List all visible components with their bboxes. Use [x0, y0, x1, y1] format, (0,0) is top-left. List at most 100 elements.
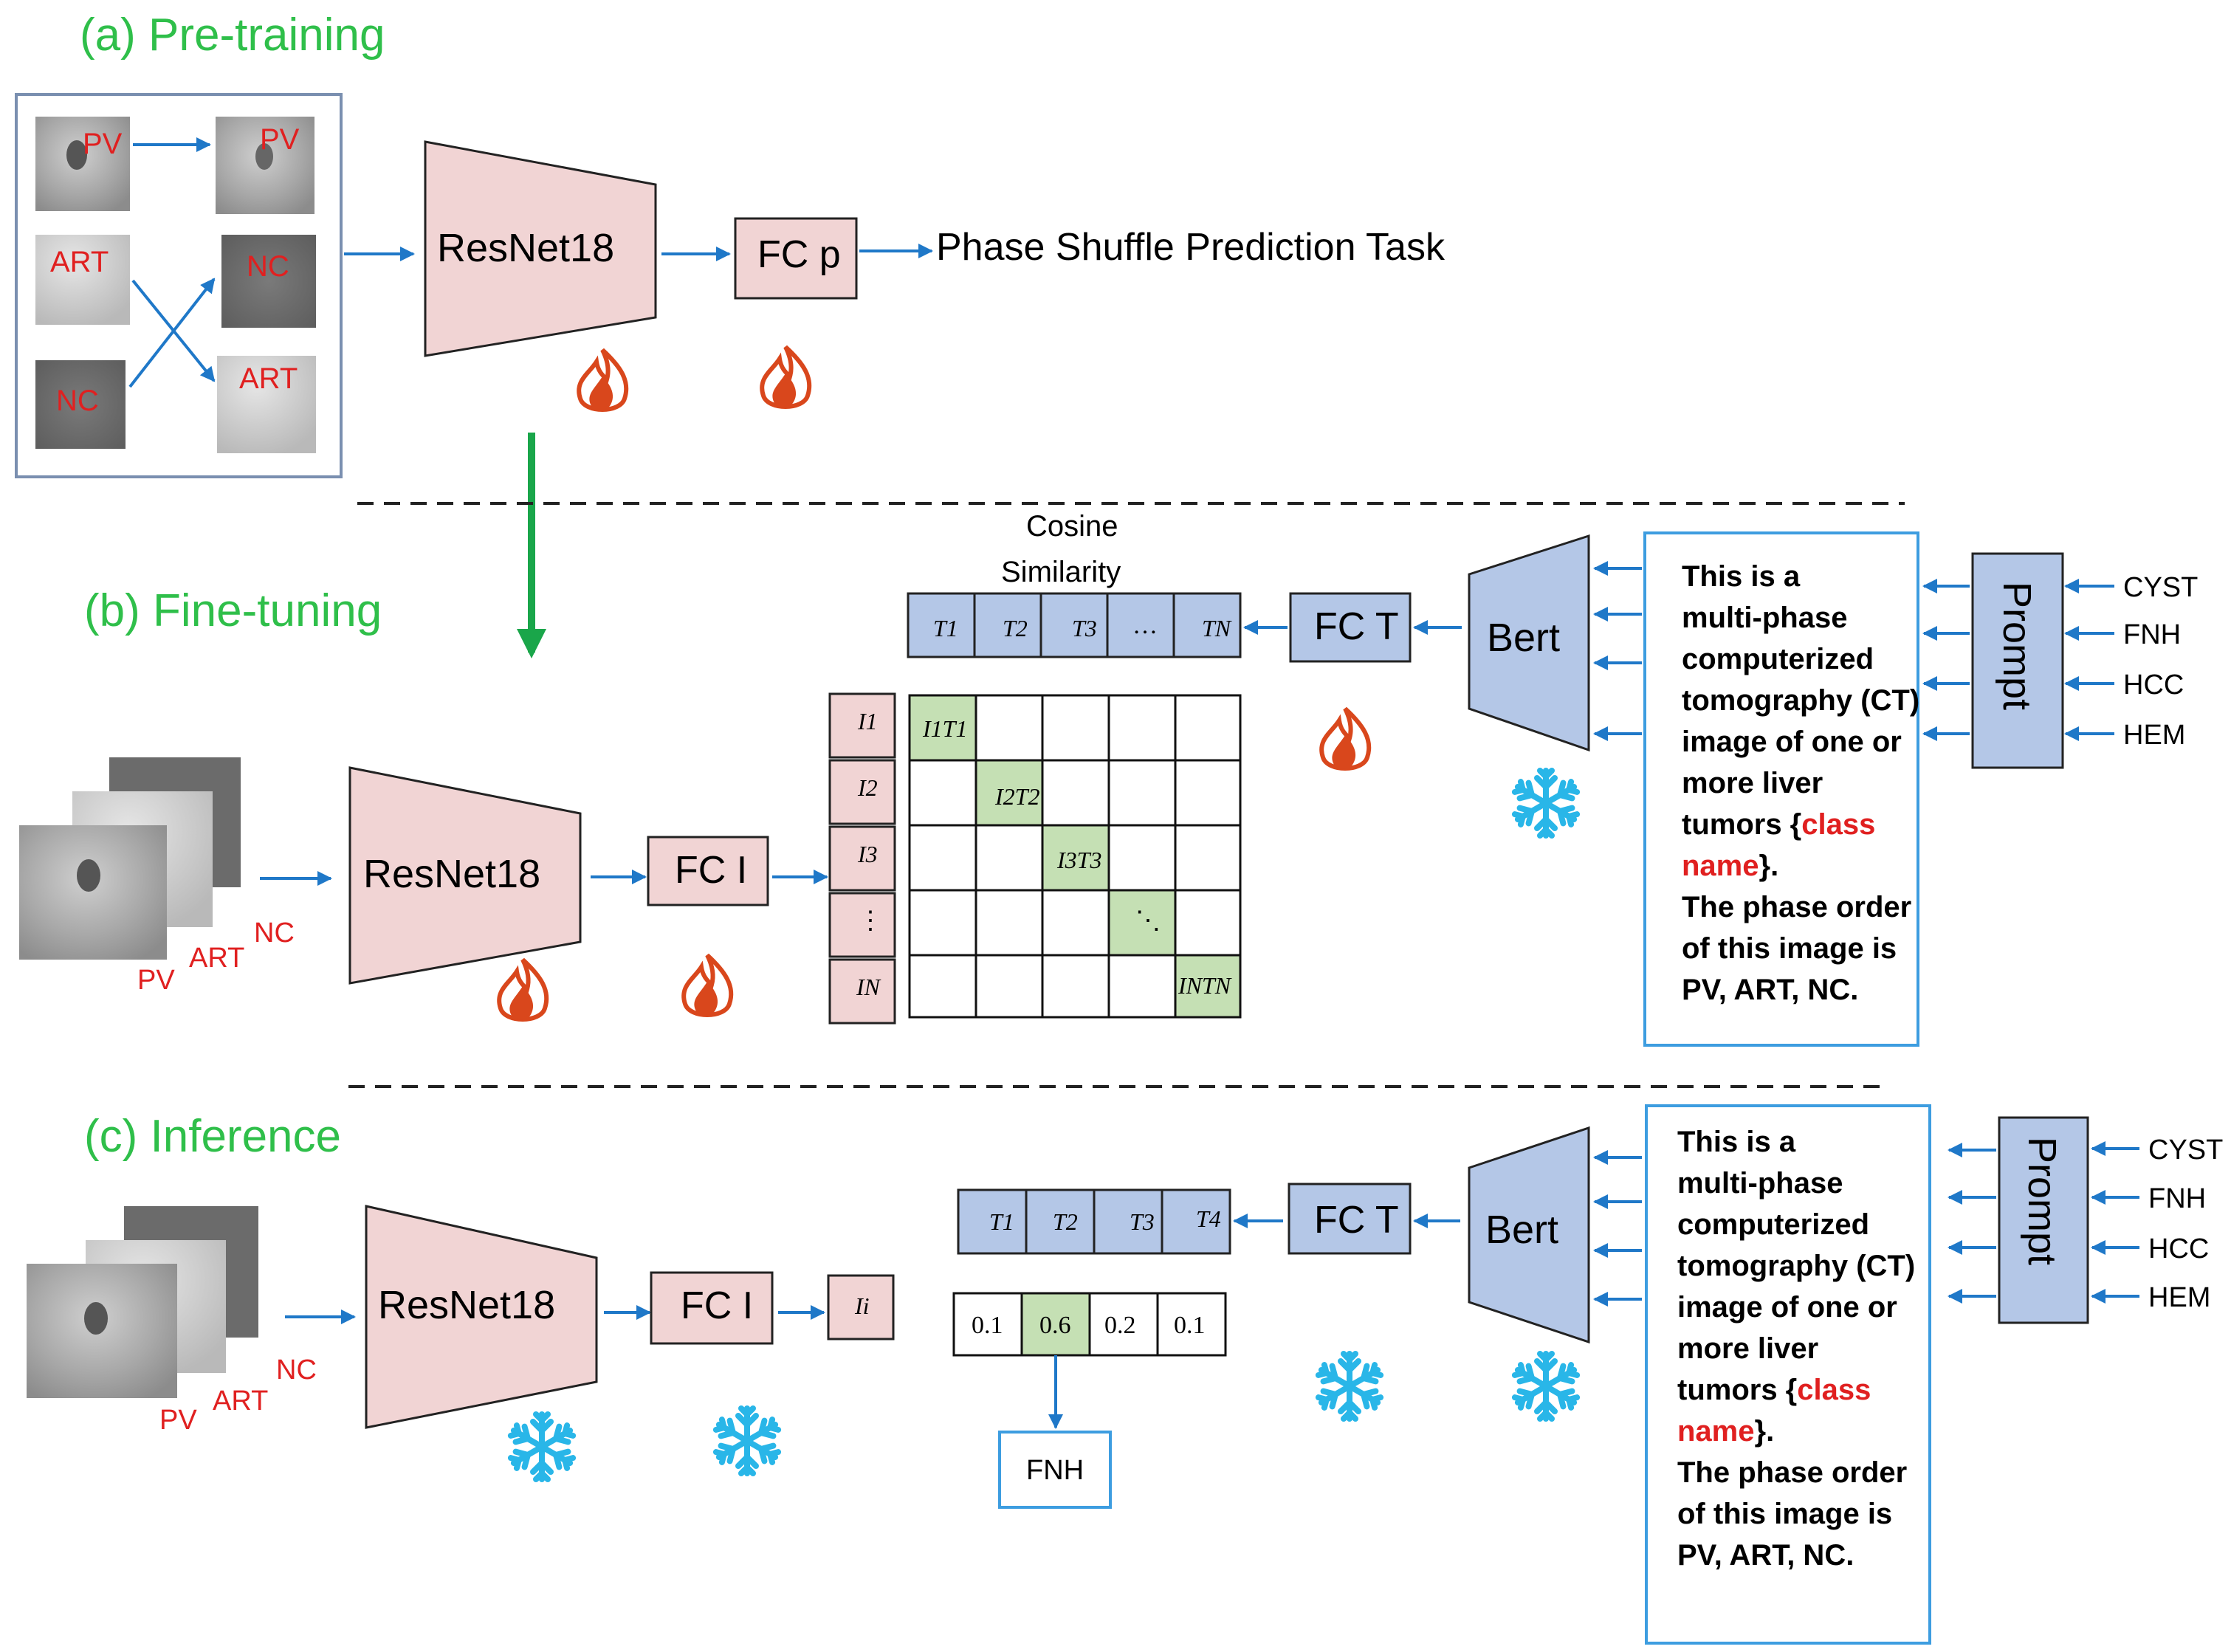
phase-label-art-ft: ART [189, 943, 244, 974]
snowflake-icon [1317, 1354, 1382, 1419]
ct-patch-art-shuffled [217, 356, 316, 453]
text-token-row-ft: T1 T2 T3 … TN [907, 592, 1242, 658]
svg-text:PV, ART, NC.: PV, ART, NC. [1682, 974, 1858, 1006]
class-label-hcc-ft: HCC [2123, 670, 2184, 701]
score-cell-max [1020, 1292, 1091, 1357]
svg-text:multi-phase: multi-phase [1677, 1167, 1843, 1200]
text-token-inf-3: T3 [1130, 1208, 1155, 1235]
fc-t-label-inf: FC T [1314, 1199, 1399, 1242]
section-title-finetuning: (b) Fine-tuning [84, 585, 382, 636]
svg-text:PV, ART, NC.: PV, ART, NC. [1677, 1539, 1854, 1572]
text-token-1: T1 [933, 615, 958, 641]
section-title-pretraining: (a) Pre-training [80, 10, 385, 61]
svg-text:This is a: This is a [1677, 1126, 1796, 1158]
image-token-inf: Ii [854, 1293, 870, 1319]
fc-i-block-ft [647, 836, 769, 906]
class-label-hem-inf: HEM [2148, 1282, 2210, 1313]
prompt-label-inf: Prompt [2020, 1137, 2064, 1265]
phase-label-pv-inf: PV [159, 1405, 197, 1436]
bert-encoder-ft [1468, 534, 1590, 752]
phase-label-nc-ft: NC [254, 918, 295, 949]
phase-label-pv-right: PV [260, 123, 300, 156]
svg-text:computerized: computerized [1677, 1208, 1869, 1241]
matrix-cell-diagonal [1041, 824, 1110, 892]
text-token-ellipsis: … [1132, 612, 1158, 639]
fc-t-block-ft [1289, 592, 1412, 663]
flame-icon [499, 960, 546, 1020]
fc-p-block [734, 217, 858, 300]
lesion-mark [66, 140, 87, 170]
svg-text:of this image is: of this image is [1677, 1498, 1892, 1530]
text-token-inf-1: T1 [989, 1208, 1014, 1235]
phase-label-nc-right: NC [247, 250, 289, 283]
phase-label-nc-inf: NC [276, 1355, 317, 1386]
matrix-label-1: I1T1 [922, 715, 967, 742]
svg-text:The phase order: The phase order [1682, 891, 1911, 923]
image-token-box-inf [827, 1274, 895, 1340]
image-token-ellipsis: ⋮ [858, 907, 883, 935]
fc-t-block-inf [1288, 1183, 1412, 1255]
ct-slice-pv [19, 825, 167, 960]
phase-label-art-right: ART [239, 362, 298, 395]
fc-t-label-ft: FC T [1314, 605, 1399, 648]
phase-label-art-inf: ART [213, 1386, 268, 1417]
flame-icon [1321, 709, 1369, 769]
snowflake-icon [715, 1408, 780, 1473]
ct-patch-nc-shuffled [221, 235, 316, 328]
matrix-cell-diagonal [974, 759, 1044, 827]
class-label-hem-ft: HEM [2123, 720, 2185, 751]
lesion-mark [84, 1302, 108, 1335]
bert-encoder-inf [1468, 1126, 1590, 1344]
lesion-mark [255, 143, 273, 170]
cosine-similarity-label-line2: Similarity [1001, 556, 1121, 588]
image-token-2: I2 [857, 774, 878, 801]
svg-text:tumors {class: tumors {class [1682, 808, 1875, 841]
svg-text:This is a: This is a [1682, 560, 1801, 593]
prompt-text-ft: This is a multi-phase computerized tomog… [1682, 560, 1919, 1006]
svg-text:name}.: name}. [1682, 850, 1778, 882]
phase-label-nc-left: NC [56, 385, 99, 417]
text-token-inf-4: T4 [1196, 1205, 1221, 1232]
similarity-matrix: I1T1 I2T2 I3T3 ⋱ INTN [908, 694, 1242, 1019]
encoder-label-inf: ResNet18 [378, 1283, 555, 1327]
text-token-row-inf: T1 T2 T3 T4 [957, 1188, 1231, 1255]
resnet-encoder-inf [365, 1205, 598, 1429]
text-token-3: T3 [1072, 615, 1097, 641]
bert-label-inf: Bert [1485, 1208, 1558, 1252]
svg-text:name}.: name}. [1677, 1415, 1774, 1448]
prompt-text-box-inf [1645, 1104, 1931, 1645]
snowflake-icon [1513, 771, 1578, 836]
arrow-nc-shuffle [128, 278, 216, 388]
matrix-cell-diagonal [1107, 889, 1177, 957]
flame-icon [579, 350, 626, 410]
text-token-2: T2 [1003, 615, 1028, 641]
snowflake-icon [1513, 1354, 1578, 1419]
prompt-block-ft [1971, 552, 2064, 769]
fc-i-block-inf [650, 1271, 774, 1345]
ct-patch-art-original [35, 235, 130, 325]
class-label-fnh-inf: FNH [2148, 1183, 2206, 1214]
class-label-cyst-inf: CYST [2148, 1135, 2223, 1166]
cosine-similarity-label-line1: Cosine [1026, 510, 1118, 543]
fc-p-label: FC p [757, 233, 841, 276]
resnet-encoder-ft [348, 766, 582, 985]
class-label-fnh-ft: FNH [2123, 619, 2181, 650]
class-label-hcc-inf: HCC [2148, 1233, 2209, 1264]
svg-text:tumors {class: tumors {class [1677, 1374, 1871, 1406]
svg-text:more liver: more liver [1677, 1332, 1818, 1365]
matrix-label-3: I3T3 [1056, 847, 1101, 873]
svg-text:The phase order: The phase order [1677, 1456, 1907, 1489]
flame-icon [684, 955, 731, 1016]
fc-i-label-ft: FC I [675, 849, 747, 892]
image-token-column: I1 I2 I3 ⋮ IN [828, 692, 896, 1025]
matrix-cell-diagonal [1174, 954, 1242, 1019]
text-token-inf-2: T2 [1053, 1208, 1078, 1235]
matrix-cell-diagonal [908, 694, 977, 762]
bert-label-ft: Bert [1487, 616, 1560, 660]
class-label-cyst-ft: CYST [2123, 572, 2198, 603]
pretraining-task-label: Phase Shuffle Prediction Task [936, 226, 1445, 269]
encoder-label-ft: ResNet18 [363, 852, 540, 896]
prediction-label: FNH [1026, 1455, 1084, 1486]
prompt-text-inf: This is a multi-phase computerized tomog… [1677, 1126, 1915, 1572]
